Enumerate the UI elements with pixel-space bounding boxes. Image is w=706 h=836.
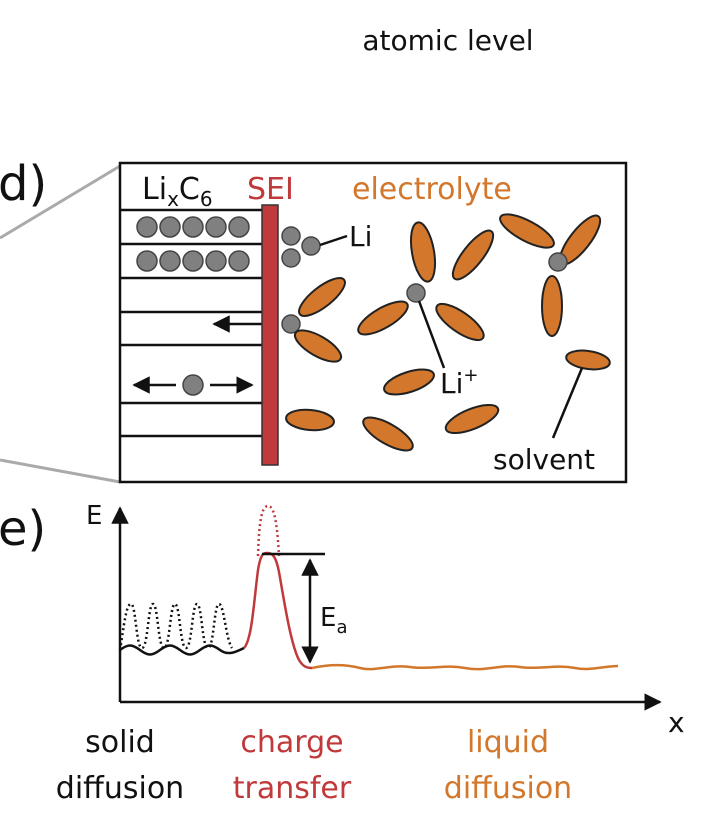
- li-ion-pointer: [417, 300, 446, 369]
- li-ion-label: Li+: [440, 365, 478, 400]
- zoom-line-bottom: [0, 458, 121, 484]
- region-charge-line1: charge: [240, 725, 343, 760]
- charge-transfer-curve: [242, 551, 313, 670]
- region-liquid-line2: diffusion: [444, 771, 572, 806]
- ea-label: Ea: [320, 603, 347, 638]
- x-axis-label: x: [668, 706, 685, 739]
- solid-diffusion-curve: [119, 644, 245, 656]
- solvated-li-ions: [406, 252, 568, 303]
- solid-diffusion-dotted: [118, 602, 234, 651]
- region-solid-line2: diffusion: [56, 771, 184, 806]
- region-liquid-line1: liquid: [467, 725, 549, 760]
- solvent-label: solvent: [493, 443, 595, 476]
- zoom-line-top: [0, 164, 121, 240]
- sei-layer: [261, 204, 279, 466]
- li-label: Li: [349, 220, 372, 253]
- region-charge-line2: transfer: [233, 771, 352, 806]
- y-axis-label: E: [86, 501, 102, 531]
- solvent-molecules: [285, 213, 611, 452]
- adsorbed-li: [281, 226, 321, 334]
- panel-d-label: d): [0, 156, 47, 212]
- sei-label: SEI: [247, 172, 294, 207]
- charge-transfer-dotted: [256, 504, 281, 557]
- electrolyte-label: electrolyte: [352, 172, 512, 207]
- intercalated-li: [136, 216, 250, 396]
- solvent-pointer: [551, 367, 584, 439]
- region-solid-line1: solid: [85, 725, 155, 760]
- graphite-label: LixC6: [142, 172, 213, 211]
- liquid-diffusion-curve: [311, 663, 619, 671]
- panel-e-label: e): [0, 501, 46, 557]
- graphite-layers: [120, 208, 262, 438]
- page-title: atomic level: [362, 24, 533, 57]
- li-pointer: [319, 234, 348, 247]
